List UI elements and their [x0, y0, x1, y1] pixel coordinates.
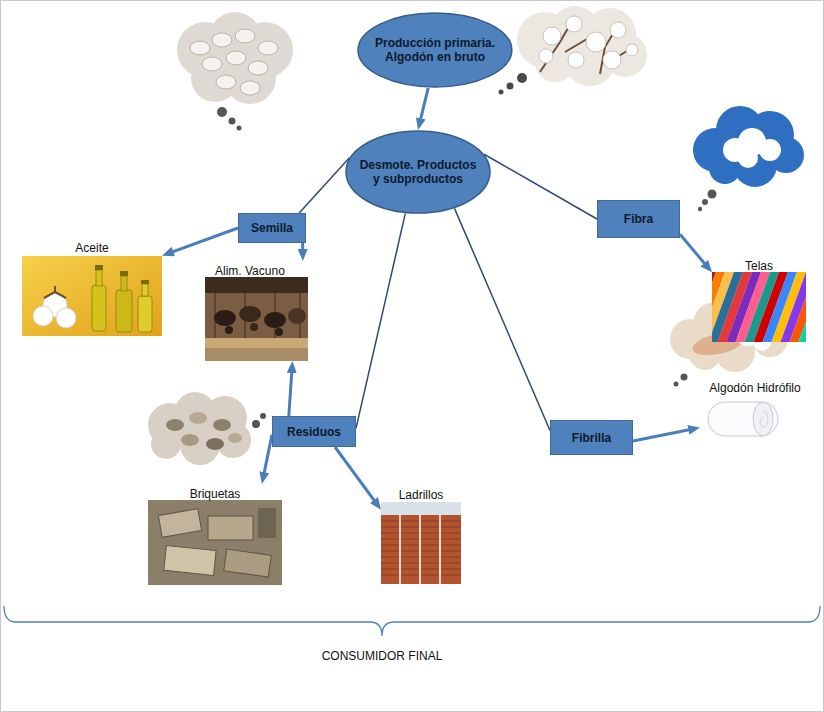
flow-arrow [633, 429, 694, 441]
raw-cotton-cloud [499, 6, 648, 95]
fabric-picture [712, 272, 806, 342]
process-ellipse: Producción primaria. Algodón en bruto [357, 12, 513, 88]
product-box: Fibra [597, 200, 680, 238]
text-wrap: Desmote. Productos y subproductos [357, 158, 479, 186]
product-label: Fibrilla [572, 431, 611, 445]
branch-line [299, 158, 349, 213]
cattle-picture [205, 277, 308, 361]
flow-arrow [301, 243, 304, 255]
flow-arrow [263, 435, 272, 479]
picture-caption: Alim. Vacuno [215, 263, 285, 279]
product-label: Residuos [287, 425, 341, 439]
product-picture: Aceite [22, 238, 162, 336]
seed-cloud [177, 12, 293, 131]
flow-arrow [335, 447, 377, 505]
picture-caption: Telas [745, 258, 773, 274]
briquettes-picture [148, 500, 282, 585]
oil-picture [22, 256, 162, 336]
flow-arrow [419, 88, 428, 124]
process-label: Desmote. Productos y subproductos [357, 158, 479, 186]
picture-caption: Algodón Hidrófilo [709, 380, 800, 396]
process-ellipse: Desmote. Productos y subproductos [345, 130, 491, 214]
text-wrap: Producción primaria. Algodón en bruto [370, 36, 500, 64]
process-label: Producción primaria. Algodón en bruto [370, 36, 500, 64]
bracket [4, 606, 820, 636]
picture-caption: Ladrillos [399, 487, 444, 503]
cotton-roll-picture [708, 402, 778, 436]
product-label: Semilla [251, 221, 293, 235]
product-picture: Ladrillos [381, 485, 461, 584]
flow-arrow [289, 367, 292, 416]
product-picture: Alim. Vacuno [205, 261, 308, 361]
product-box: Semilla [238, 213, 306, 243]
branch-line [455, 208, 551, 430]
footer-label: CONSUMIDOR FINAL [282, 648, 482, 664]
product-picture: Telas [712, 256, 806, 342]
flow-arrow [680, 234, 708, 268]
product-picture: Algodón Hidrófilo [700, 378, 810, 444]
picture-caption: Aceite [75, 240, 108, 256]
bricks-picture [381, 502, 461, 584]
flow-arrow [168, 228, 238, 254]
picture-caption: Briquetas [190, 486, 241, 502]
product-box: Residuos [272, 416, 356, 447]
product-label: Fibra [624, 212, 653, 226]
product-picture: Briquetas [148, 484, 282, 585]
product-box: Fibrilla [550, 420, 633, 455]
fibre-cloud [693, 106, 804, 211]
branch-line [356, 213, 405, 428]
residue-cloud [148, 392, 266, 465]
branch-line [484, 154, 597, 219]
